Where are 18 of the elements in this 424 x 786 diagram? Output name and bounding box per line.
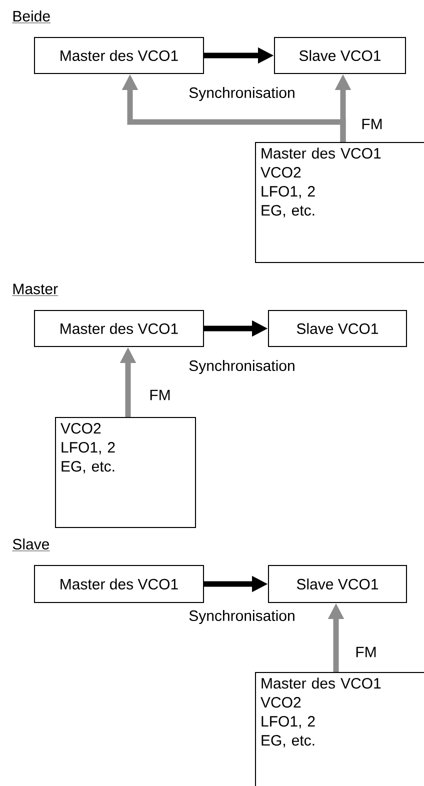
- edge-label: FM: [148, 388, 172, 402]
- box: Slave VCO1: [268, 565, 407, 603]
- box: Master des VCO1: [34, 565, 204, 603]
- edge-label: Synchronisation: [188, 359, 296, 375]
- box: Master des VCO1: [34, 310, 204, 347]
- edge-label: FM: [354, 646, 378, 658]
- section-heading: Master: [12, 284, 58, 296]
- edge-label: Synchronisation: [188, 86, 296, 102]
- section-heading: Beide: [12, 10, 51, 24]
- section-heading: Slave: [12, 538, 50, 552]
- box: Master des VCO1: [34, 37, 204, 74]
- box: Slave VCO1: [274, 37, 406, 74]
- source-box: VCO2 LFO1, 2 EG, etc.: [55, 417, 196, 528]
- edge-label: Synchronisation: [188, 609, 296, 625]
- box: Slave VCO1: [268, 310, 407, 347]
- source-box: Master des VCO1 VCO2 LFO1, 2 EG, etc.: [255, 142, 424, 263]
- source-box: Master des VCO1 VCO2 LFO1, 2 EG, etc.: [255, 672, 424, 786]
- edge-label: FM: [360, 118, 384, 130]
